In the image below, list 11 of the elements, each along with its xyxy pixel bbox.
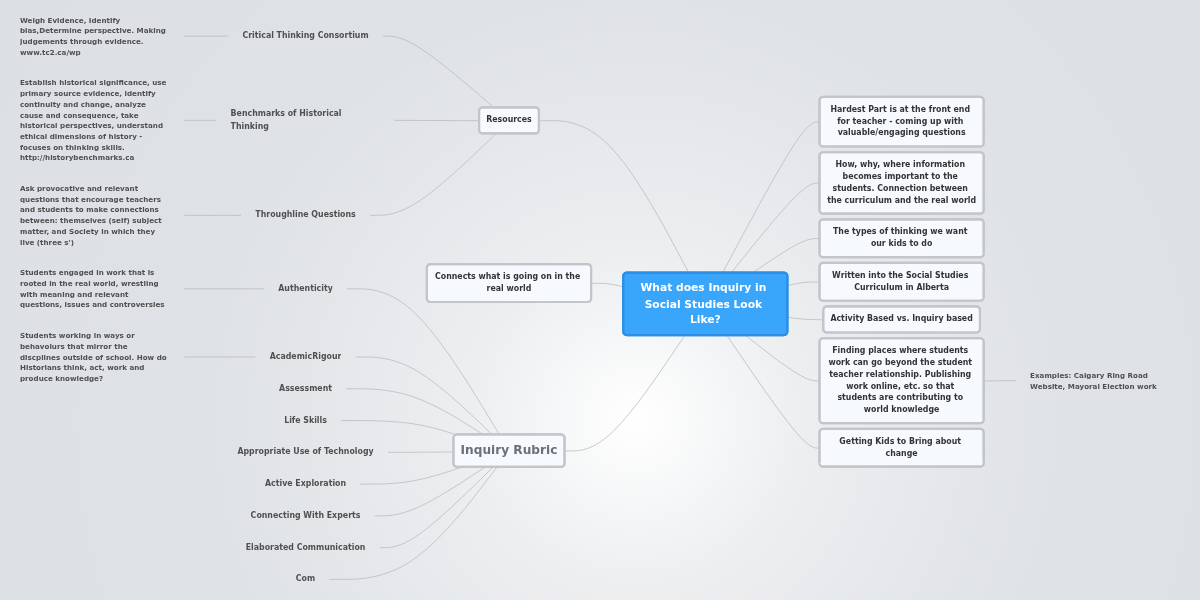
connector-line [394, 120, 480, 122]
connector-line [340, 420, 457, 436]
connector-line [379, 466, 494, 548]
central-topic-box: What does Inquiry in Social Studies Look Like? [622, 271, 789, 337]
connector-line [374, 466, 486, 517]
topic-box: Inquiry Rubric [452, 433, 566, 468]
connector-line [369, 133, 497, 216]
connector-line [564, 335, 686, 452]
connector-line [591, 282, 624, 288]
connector-line [329, 466, 498, 580]
connector-line [787, 316, 824, 321]
